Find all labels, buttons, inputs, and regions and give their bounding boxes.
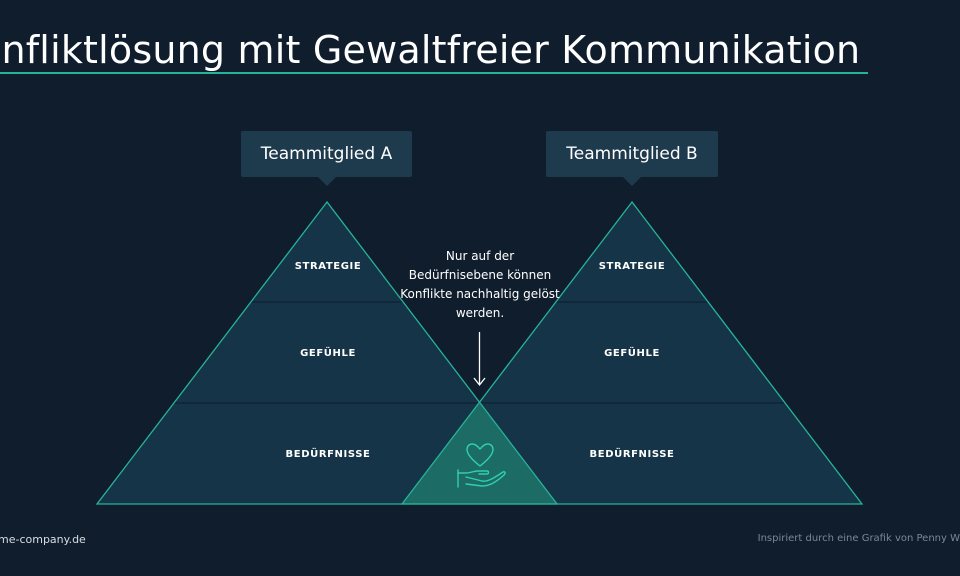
footer-credit: Inspiriert durch eine Grafik von Penny W (757, 533, 960, 544)
member-b-level-beduerfnisse: BEDÜRFNISSE (590, 446, 675, 460)
footer-website[interactable]: me-company.de (0, 533, 86, 546)
callout-member-b-label: Teammitglied B (566, 144, 698, 164)
member-b-level-gefuehle: GEFÜHLE (604, 345, 660, 359)
member-a-level-strategie: STRATEGIE (295, 261, 362, 272)
callout-member-a: Teammitglied A (241, 131, 412, 186)
callout-member-a-label: Teammitglied A (260, 144, 393, 164)
heart-in-hand-icon (457, 443, 506, 488)
needs-note: Nur auf der Bedürfnisebene können Konfli… (400, 249, 560, 320)
member-a-level-gefuehle: GEFÜHLE (300, 345, 356, 359)
callout-member-b: Teammitglied B (546, 131, 718, 186)
member-a-level-beduerfnisse: BEDÜRFNISSE (286, 446, 371, 460)
down-arrow-icon (473, 332, 486, 387)
title-underline (0, 72, 868, 74)
pyramid-b-outline (400, 200, 864, 505)
member-b-level-strategie: STRATEGIE (599, 261, 666, 272)
pyramid-a-outline (95, 200, 559, 505)
overlap-region (402, 403, 557, 504)
page-title: onfliktlösung mit Gewaltfreier Kommunika… (0, 28, 861, 72)
